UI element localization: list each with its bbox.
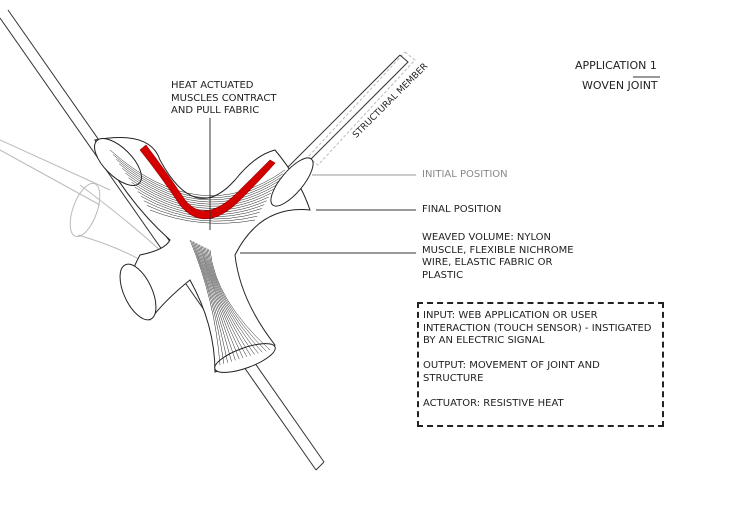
final-position-label: FINAL POSITION [422,204,502,215]
heat-label: HEAT ACTUATED MUSCLES CONTRACT AND PULL … [171,80,276,118]
weave-line [198,244,244,359]
weave-line [122,168,276,205]
weave-line [131,182,269,211]
input-line: INTERACTION (TOUCH SENSOR) - INSTIGATED [423,322,652,334]
output-text: OUTPUT: MOVEMENT OF JOINT AND STRUCTURE [423,360,600,385]
weaved-line: WIRE, ELASTIC FABRIC OR [422,257,553,268]
heat-label-line: MUSCLES CONTRACT [171,92,277,104]
weave-line [191,240,225,364]
weave-line [189,239,221,366]
actuator-text: ACTUATOR: RESISTIVE HEAT [423,398,564,409]
weave-line [206,248,263,353]
weave-line [125,172,274,207]
heat-label-line: HEAT ACTUATED [171,80,254,91]
weave-line [128,177,272,209]
weave-line [149,209,256,224]
muscle-band [139,144,276,220]
woven-volume [94,137,314,373]
heat-label-line: AND PULL FABRIC [171,105,260,116]
weave-line [203,246,255,355]
weave-line [205,247,259,354]
weaved-line: PLASTIC [422,269,464,281]
weave-line [194,242,232,362]
output-line: OUTPUT: MOVEMENT OF JOINT AND [423,360,600,371]
input-line: BY AN ELECTRIC SIGNAL [423,335,545,346]
weave-line [202,246,251,356]
weave-line [192,241,228,363]
initial-position-label: INITIAL POSITION [422,169,508,180]
info-box: INPUT: WEB APPLICATION OR USER INTERACTI… [417,302,664,427]
weave-line [115,159,281,201]
weave-line [119,163,279,203]
weaved-line: WEAVED VOLUME: NYLON [422,232,552,243]
title-woven-joint: WOVEN JOINT [582,79,658,92]
weave-line [109,149,286,196]
input-line: INPUT: WEB APPLICATION OR USER [423,310,598,321]
output-line: STRUCTURE [423,372,484,384]
weave-line [209,249,271,351]
weaved-line: MUSCLE, FLEXIBLE NICHROME [422,244,574,256]
weaved-volume-label: WEAVED VOLUME: NYLON MUSCLE, FLEXIBLE NI… [422,232,574,282]
weave-line [195,242,236,361]
weave-line [200,245,248,358]
title-application: APPLICATION 1 [575,59,657,72]
initial-position-drawing [0,51,416,276]
weave-line [197,243,240,360]
weave-line [112,154,283,198]
leader-lines [209,76,660,254]
input-text: INPUT: WEB APPLICATION OR USER INTERACTI… [423,310,651,348]
weave-line [208,249,267,352]
weave-line [146,205,258,222]
